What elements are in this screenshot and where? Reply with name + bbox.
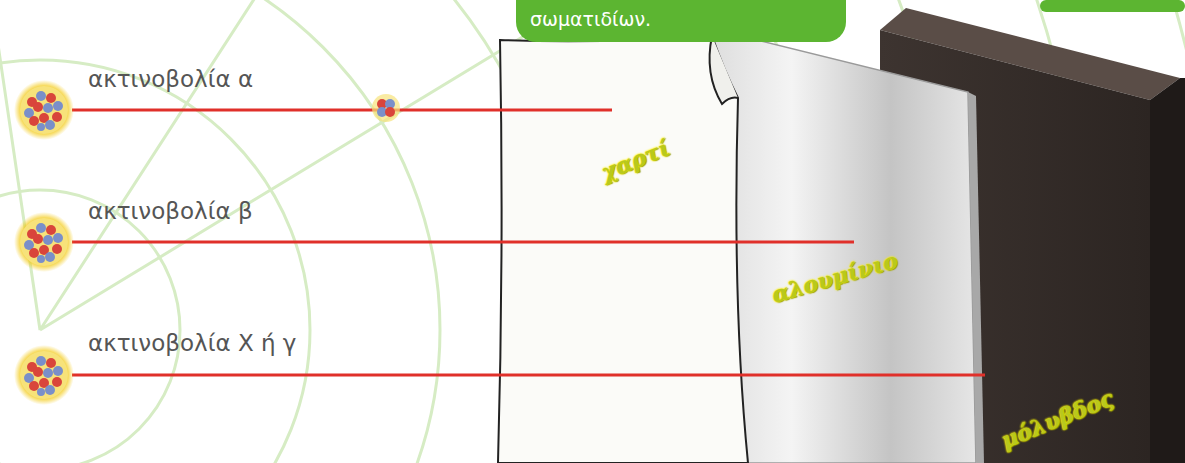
radiation-label: ακτινοβολία Χ ή γ (88, 330, 296, 356)
material-label: αλουμίνιο (768, 247, 900, 308)
box-text: σωματιδίων. (530, 8, 846, 30)
material-label: χαρτί (597, 134, 673, 185)
atom-icon (14, 80, 74, 140)
material-label: μόλυβδος (997, 384, 1117, 453)
info-box: σωματιδίων. (516, 0, 846, 42)
radiation-label: ακτινοβολία β (88, 198, 253, 224)
radiation-beams (72, 110, 1076, 375)
radiation-label: ακτινοβολία α (88, 66, 253, 92)
green-banner (1040, 0, 1185, 12)
alpha-particle (372, 94, 400, 122)
paper-sheet (498, 36, 748, 463)
atom-icon (14, 345, 74, 405)
atom-icon (14, 212, 74, 272)
